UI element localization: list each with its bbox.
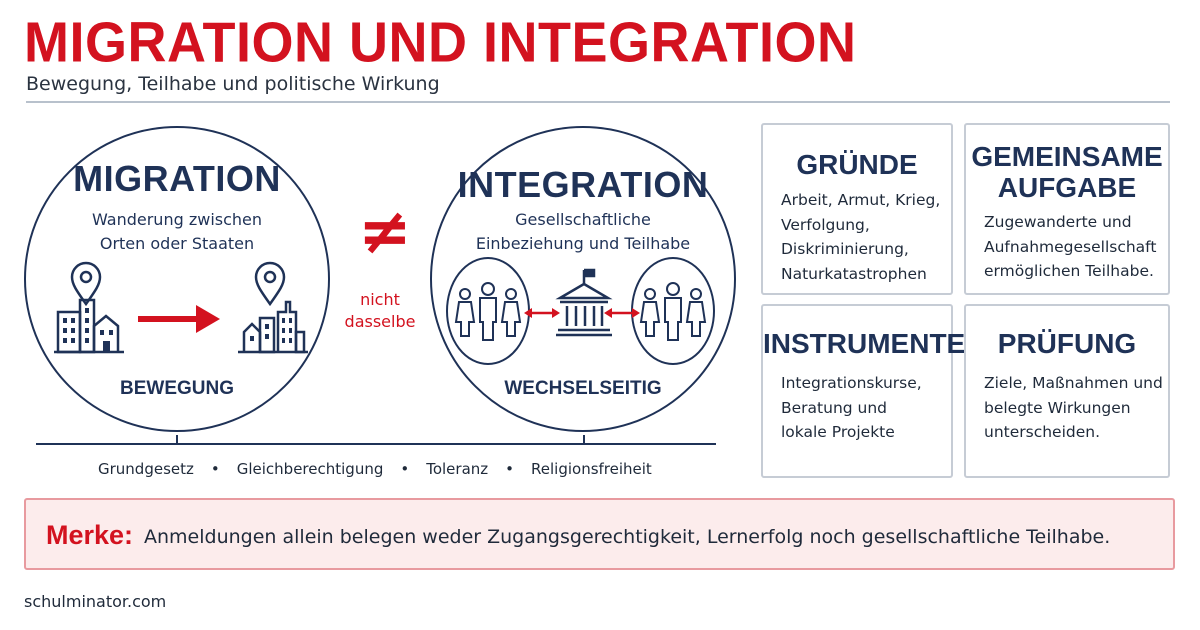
box-instrumente-line: Beratung und	[781, 398, 888, 417]
migration-description: Wanderung zwischen Orten oder Staaten	[26, 208, 328, 256]
page-subtitle: Bewegung, Teilhabe und politische Wirkun…	[26, 73, 440, 95]
people-group-right	[631, 257, 715, 365]
baseline-tick-left	[176, 435, 178, 445]
footer-source: schulminator.com	[24, 592, 167, 611]
box-aufgabe-heading-line2: AUFGABE	[997, 172, 1137, 203]
value-separator: •	[210, 460, 220, 478]
baseline-tick-right	[583, 435, 585, 445]
city-buildings-icon	[238, 300, 308, 354]
integration-circle: INTEGRATION Gesellschaftliche Einbeziehu…	[430, 126, 736, 432]
note-text: Anmeldungen allein belegen weder Zugangs…	[144, 526, 1111, 548]
not-equal-caption: nicht dasselbe	[340, 289, 420, 333]
integration-description-line1: Gesellschaftliche	[515, 210, 651, 229]
city-buildings-icon	[54, 298, 124, 354]
people-group-left	[446, 257, 530, 365]
arrow-right-icon	[138, 305, 220, 333]
integration-description-line2: Einbeziehung und Teilhabe	[475, 234, 691, 253]
box-instrumente-line: lokale Projekte	[781, 423, 895, 441]
box-pruefung-heading: PRÜFUNG	[997, 328, 1137, 359]
value-item: Grundgesetz	[98, 460, 194, 478]
box-gruende-heading: GRÜNDE	[796, 149, 918, 180]
box-instrumente-text: Integrationskurse, Beratung und lokale P…	[781, 371, 922, 445]
box-instrumente: INSTRUMENTE Integrationskurse, Beratung …	[761, 304, 966, 478]
double-arrow-icon	[524, 308, 560, 318]
value-item: Religionsfreiheit	[531, 460, 652, 478]
migration-heading: MIGRATION	[73, 158, 281, 199]
box-pruefung-line: belegte Wirkungen	[984, 398, 1131, 417]
location-pin-icon	[254, 261, 286, 307]
institution-building-icon	[555, 268, 613, 337]
box-aufgabe-line: ermöglichen Teilhabe.	[984, 262, 1154, 280]
box-aufgabe-line: Zugewanderte und	[984, 213, 1132, 231]
note-label: Merke:	[46, 520, 134, 550]
value-item: Gleichberechtigung	[236, 460, 384, 478]
double-arrow-icon	[604, 308, 640, 318]
foundation-line	[36, 443, 716, 445]
box-instrumente-heading: INSTRUMENTE	[763, 328, 966, 359]
integration-footer: WECHSELSEITIG	[504, 378, 662, 399]
value-separator: •	[400, 460, 410, 478]
migration-circle: MIGRATION Wanderung zwischen Orten oder …	[24, 126, 330, 432]
page-title: MIGRATION UND INTEGRATION	[24, 11, 857, 75]
not-equal-symbol: ≠	[358, 195, 412, 269]
box-gruende-line: Arbeit, Armut, Krieg,	[781, 191, 941, 209]
migration-footer: BEWEGUNG	[120, 378, 234, 399]
header-divider	[26, 101, 1170, 103]
not-equal-caption-line2: dasselbe	[344, 312, 416, 331]
integration-heading: INTEGRATION	[457, 164, 709, 205]
value-item: Toleranz	[426, 460, 489, 478]
migration-description-line1: Wanderung zwischen	[91, 210, 263, 229]
not-equal-caption-line1: nicht	[360, 290, 400, 309]
box-gruende: GRÜNDE Arbeit, Armut, Krieg, Verfolgung,…	[761, 123, 953, 295]
integration-description: Gesellschaftliche Einbeziehung und Teilh…	[432, 208, 734, 256]
box-gruende-line: Diskriminierung,	[781, 240, 909, 258]
values-list: Grundgesetz • Gleichberechtigung • Toler…	[98, 460, 652, 478]
box-gruende-line: Naturkatastrophen	[781, 264, 927, 283]
box-aufgabe-heading: GEMEINSAME AUFGABE	[966, 141, 1168, 203]
box-instrumente-line: Integrationskurse,	[781, 374, 922, 392]
box-pruefung-line: unterscheiden.	[984, 423, 1101, 441]
box-pruefung-text: Ziele, Maßnahmen und belegte Wirkungen u…	[984, 371, 1163, 445]
migration-description-line2: Orten oder Staaten	[99, 234, 255, 253]
note-box: Merke: Anmeldungen allein belegen weder …	[24, 498, 1175, 570]
box-gruende-line: Verfolgung,	[781, 215, 870, 234]
box-gruende-text: Arbeit, Armut, Krieg, Verfolgung, Diskri…	[781, 188, 940, 286]
box-pruefung: PRÜFUNG Ziele, Maßnahmen und belegte Wir…	[964, 304, 1170, 478]
box-aufgabe-line: Aufnahmegesellschaft	[984, 237, 1157, 256]
box-pruefung-line: Ziele, Maßnahmen und	[984, 374, 1163, 392]
box-aufgabe-text: Zugewanderte und Aufnahmegesellschaft er…	[984, 210, 1156, 284]
value-separator: •	[505, 460, 515, 478]
location-pin-icon	[70, 261, 102, 307]
box-aufgabe-heading-line1: GEMEINSAME	[971, 141, 1163, 172]
box-gemeinsame-aufgabe: GEMEINSAME AUFGABE Zugewanderte und Aufn…	[964, 123, 1170, 295]
